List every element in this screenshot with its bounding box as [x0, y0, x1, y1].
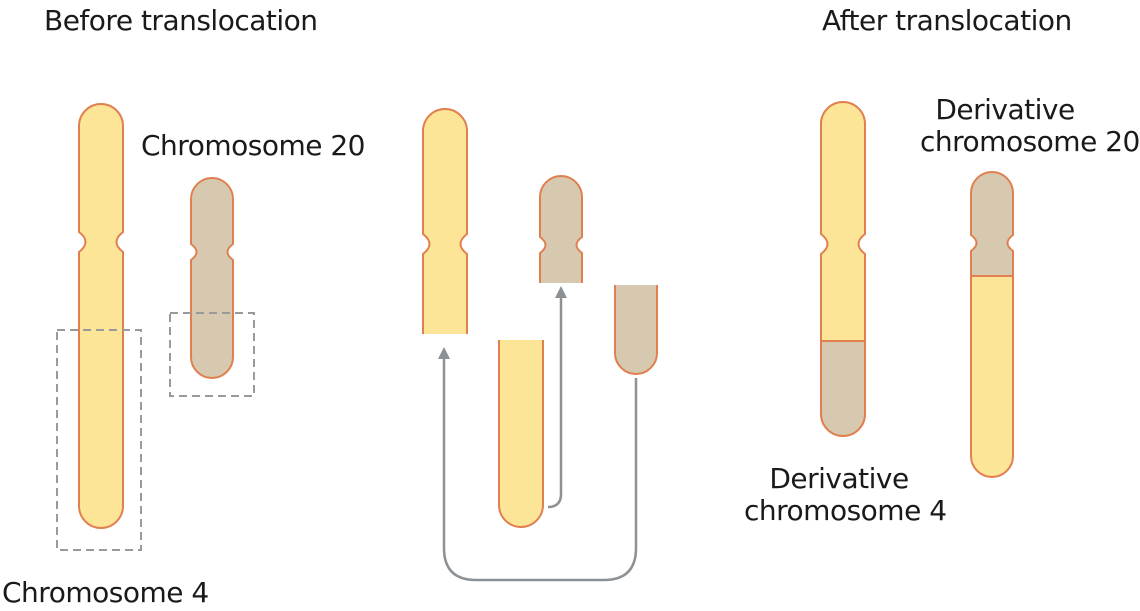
- derivative-20-yellow-part: [971, 276, 1013, 477]
- derivative-20-tan-part: [971, 172, 1013, 276]
- chromosome-4-body: [78, 103, 124, 529]
- derivative-chromosome-20-line2: chromosome 20: [920, 125, 1140, 158]
- chromosome-20-lower-fragment: [614, 285, 658, 375]
- derivative-chromosome-4-line1: Derivative: [769, 462, 909, 495]
- derivative-4-outline: [820, 101, 866, 437]
- derivative-chromosome-20-line1: Derivative: [935, 93, 1075, 126]
- translocation-diagram: [56, 101, 1014, 582]
- chromosome-4-upper-fragment: [422, 108, 468, 334]
- before-translocation-heading: Before translocation: [44, 4, 318, 37]
- derivative-chromosome-4-label: Derivative chromosome 4: [744, 462, 947, 527]
- derivative-chromosome-4: [820, 101, 866, 437]
- derivative-chromosome-20-label: Derivative chromosome 20: [920, 93, 1140, 158]
- arrow-chr4-fragment-to-chr20: [547, 286, 567, 509]
- chromosome-4-selection-box: [56, 329, 142, 551]
- derivative-20-outline: [970, 171, 1014, 478]
- chromosome-4-before: [78, 103, 124, 529]
- chromosome-20-upper-fragment: [539, 175, 583, 283]
- derivative-chromosome-4-line2: chromosome 4: [744, 494, 947, 527]
- chromosome-4-label: Chromosome 4: [2, 576, 209, 609]
- arrow-chr20-fragment-to-chr4: [438, 347, 638, 582]
- chromosome-20-body: [190, 177, 234, 379]
- chromosome-20-selection-box: [169, 312, 255, 397]
- after-translocation-heading: After translocation: [822, 4, 1072, 37]
- chromosome-20-label: Chromosome 20: [141, 129, 365, 162]
- chromosome-20-before: [190, 177, 234, 379]
- derivative-4-tan-part: [821, 341, 865, 436]
- derivative-chromosome-20: [970, 171, 1014, 478]
- derivative-4-yellow-part: [821, 102, 865, 341]
- chromosome-4-lower-fragment: [498, 340, 544, 528]
